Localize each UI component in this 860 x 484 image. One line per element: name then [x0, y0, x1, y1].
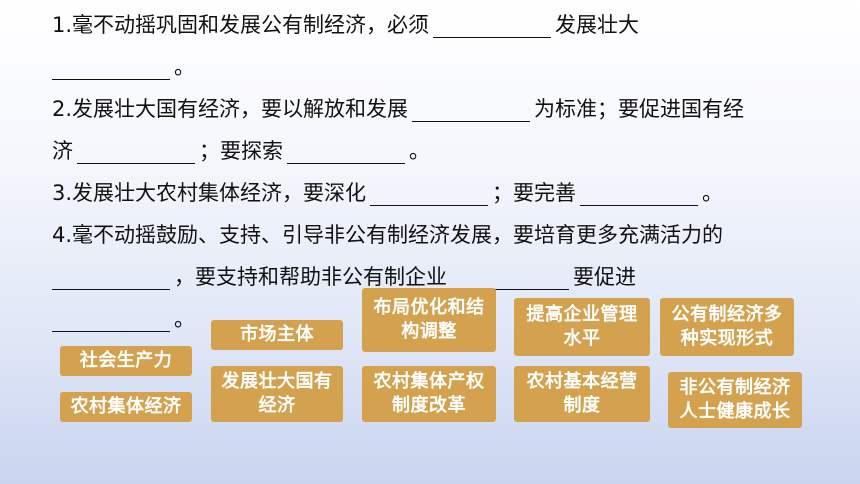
blank-4-1[interactable]: [52, 263, 170, 290]
question-2-text-b: 为标准；要促进国有经: [534, 97, 745, 121]
blank-2-3[interactable]: [287, 137, 405, 164]
question-3-line: 3.发展壮大农村集体经济，要深化 ；要完善 。: [52, 172, 842, 214]
blank-2-2[interactable]: [77, 137, 195, 164]
blank-1-2[interactable]: [52, 53, 170, 80]
answer-card[interactable]: 非公有制经济人士健康成长: [668, 372, 802, 428]
answer-card[interactable]: 社会生产力: [60, 346, 192, 376]
question-1-end: 。: [174, 55, 195, 79]
answer-card[interactable]: 农村集体产权制度改革: [362, 366, 496, 422]
blank-4-2[interactable]: [451, 263, 569, 290]
answer-card[interactable]: 提高企业管理水平: [514, 298, 650, 356]
question-4-text: 4.毫不动摇鼓励、支持、引导非公有制经济发展，要培育更多充满活力的: [52, 223, 724, 247]
question-2-end: 。: [409, 139, 430, 163]
blank-1-1[interactable]: [433, 11, 552, 38]
question-2-line-2: 济 ；要探索 。: [52, 130, 842, 172]
blank-3-1[interactable]: [370, 179, 489, 206]
blank-4-3[interactable]: [52, 305, 170, 332]
fill-in-questions: 1.毫不动摇巩固和发展公有制经济，必须 发展壮大 。 2.发展壮大国有经济，要以解…: [52, 4, 842, 340]
question-2-text-d: ；要探索: [199, 139, 283, 163]
question-2-line-1: 2.发展壮大国有经济，要以解放和发展 为标准；要促进国有经: [52, 88, 842, 130]
answer-card[interactable]: 农村基本经营制度: [514, 366, 650, 422]
question-1-line-2: 。: [52, 46, 842, 88]
question-1-text: 1.毫不动摇巩固和发展公有制经济，必须: [52, 13, 430, 37]
answer-card[interactable]: 公有制经济多种实现形式: [660, 298, 794, 356]
question-3-text-b: ；要完善: [492, 181, 577, 205]
blank-3-2[interactable]: [580, 179, 699, 206]
question-1-line-1: 1.毫不动摇巩固和发展公有制经济，必须 发展壮大: [52, 4, 842, 46]
question-4-line-1: 4.毫不动摇鼓励、支持、引导非公有制经济发展，要培育更多充满活力的: [52, 214, 842, 256]
question-1-text-b: 发展壮大: [555, 13, 640, 37]
question-3-end: 。: [702, 181, 724, 205]
blank-2-1[interactable]: [412, 95, 531, 122]
question-2-text: 2.发展壮大国有经济，要以解放和发展: [52, 97, 409, 121]
question-4-end: 。: [174, 307, 195, 331]
answer-card[interactable]: 市场主体: [211, 320, 343, 350]
answer-card[interactable]: 农村集体经济: [60, 392, 192, 422]
answer-card[interactable]: 布局优化和结构调整: [362, 288, 496, 352]
answer-card[interactable]: 发展壮大国有经济: [211, 366, 343, 422]
question-3-text: 3.发展壮大农村集体经济，要深化: [52, 181, 367, 205]
question-4-line-2: ，要支持和帮助非公有制企业 要促进: [52, 256, 842, 298]
question-4-text-c: 要促进: [573, 265, 636, 289]
question-4-line-3: 。: [52, 298, 842, 340]
question-2-text-c: 济: [52, 139, 73, 163]
question-4-text-b: ，要支持和帮助非公有制企业: [174, 265, 447, 289]
